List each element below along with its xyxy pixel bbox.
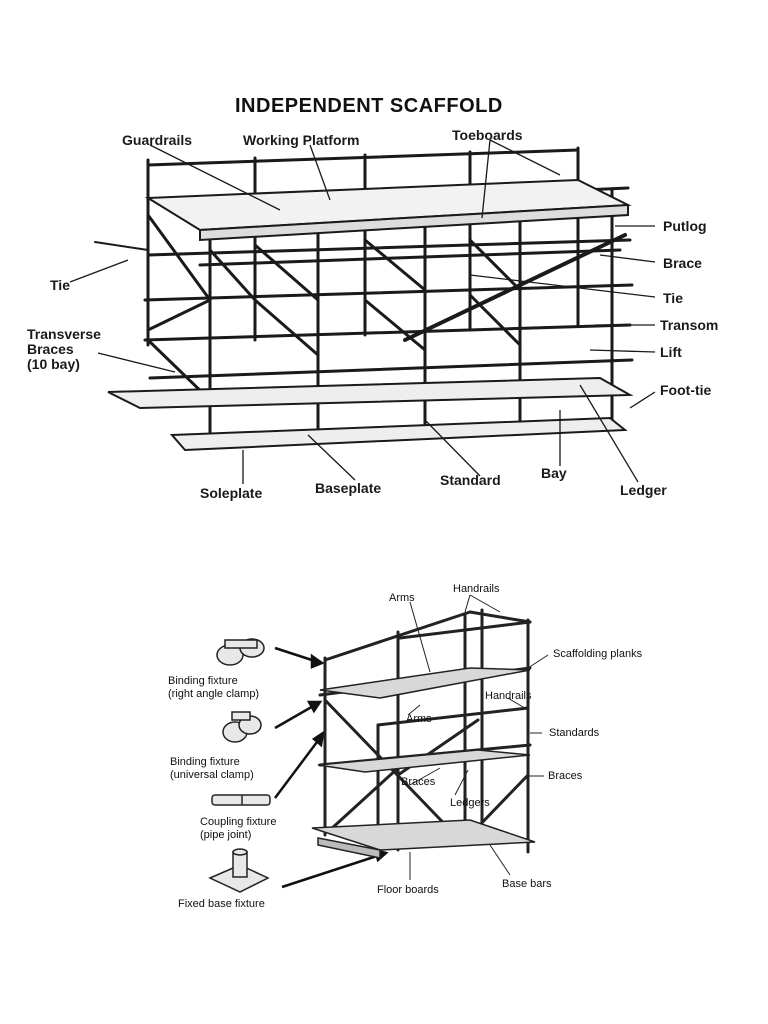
- label-coupling: Coupling fixture (pipe joint): [200, 816, 277, 841]
- label-handrails-mid: Handrails: [485, 690, 532, 702]
- label-soleplate: Soleplate: [200, 485, 263, 501]
- label-braces-mid: Braces: [401, 776, 436, 788]
- label-floor-boards: Floor boards: [377, 884, 439, 896]
- label-fixed-base: Fixed base fixture: [178, 898, 265, 910]
- label-ledgers: Ledgers: [450, 797, 490, 809]
- label-baseplate: Baseplate: [315, 480, 382, 496]
- independent-scaffold-diagram: INDEPENDENT SCAFFOLD Guardrails Working …: [27, 95, 719, 501]
- label-working-platform: Working Platform: [243, 132, 360, 148]
- label-toeboards: Toeboards: [452, 127, 523, 143]
- label-bay: Bay: [541, 465, 567, 481]
- independent-scaffold-drawing: [69, 139, 656, 484]
- label-arms-top: Arms: [389, 592, 415, 604]
- label-arms-mid: Arms: [406, 713, 432, 725]
- label-binding-right-angle: Binding fixture (right angle clamp): [168, 675, 260, 700]
- rear-guardrail: [146, 148, 580, 167]
- fixed-base-icon: [208, 848, 270, 893]
- label-tie-left: Tie: [50, 277, 70, 293]
- scaffolding-plank-top: [319, 667, 531, 699]
- floor-board: [311, 819, 536, 851]
- label-guardrails: Guardrails: [122, 132, 193, 148]
- label-base-bars: Base bars: [502, 878, 552, 890]
- pipe-joint-icon: [211, 794, 271, 806]
- label-handrails-top: Handrails: [453, 583, 500, 595]
- label-transom: Transom: [660, 317, 719, 333]
- right-angle-clamp-icon: [216, 638, 265, 666]
- label-braces-right: Braces: [548, 770, 583, 782]
- diagram-title: INDEPENDENT SCAFFOLD: [235, 95, 503, 117]
- scaffolding-plank-mid: [317, 749, 531, 773]
- label-binding-universal: Binding fixture (universal clamp): [170, 756, 254, 781]
- label-brace: Brace: [663, 255, 702, 271]
- scaffolding-parts-diagram: Arms Handrails Scaffolding planks Handra…: [0, 540, 768, 940]
- label-putlog: Putlog: [663, 218, 707, 234]
- lower-boards: [107, 376, 634, 410]
- label-tie-right: Tie: [663, 290, 683, 306]
- soleplate-board: [169, 416, 628, 452]
- label-ledger: Ledger: [620, 482, 667, 498]
- label-lift: Lift: [660, 344, 682, 360]
- label-scaffolding-planks: Scaffolding planks: [553, 648, 643, 660]
- label-foot-tie: Foot-tie: [660, 382, 712, 398]
- label-standard: Standard: [440, 472, 501, 488]
- scaffolding-parts-drawing: [208, 594, 549, 893]
- universal-clamp-icon: [222, 711, 262, 743]
- label-transverse-braces: Transverse Braces (10 bay): [27, 326, 101, 372]
- label-standards: Standards: [549, 727, 600, 739]
